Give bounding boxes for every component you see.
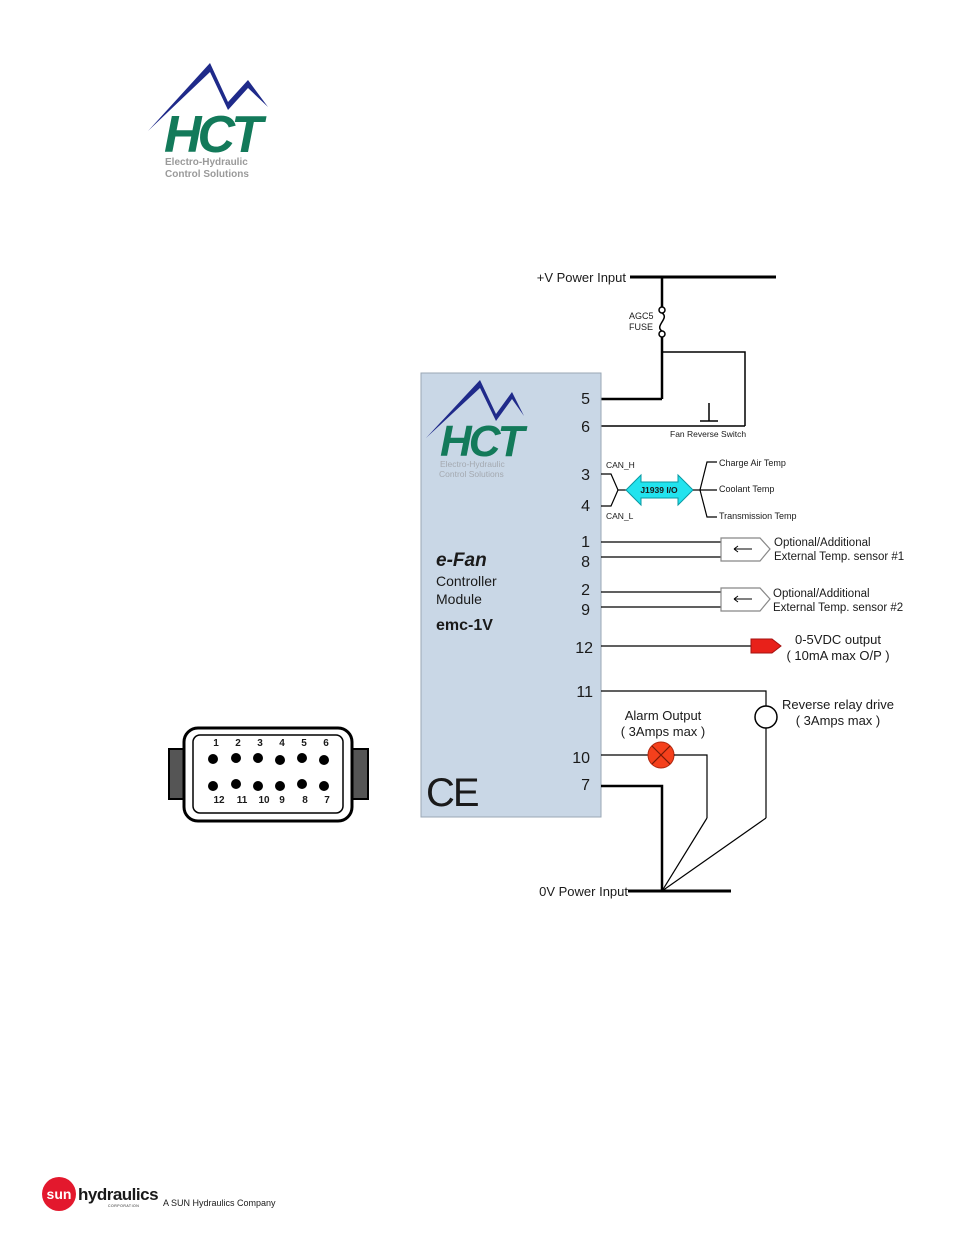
can-target-charge-air: Charge Air Temp — [719, 458, 786, 468]
module-model: emc-1V — [436, 617, 493, 634]
alarm-lamp-icon — [647, 741, 675, 769]
connector-pin — [319, 781, 329, 791]
alarm-label-line2: ( 3Amps max ) — [621, 724, 706, 739]
sun-hydraulics-logo: sun hydraulics CORPORATION — [42, 1177, 159, 1211]
alarm-label-line1: Alarm Output — [625, 708, 702, 723]
positive-rail-label: +V Power Input — [537, 270, 627, 285]
can-target-transmission: Transmission Temp — [719, 511, 797, 521]
sensor2-label-line2: External Temp. sensor #2 — [773, 602, 903, 614]
pin-8: 8 — [581, 554, 590, 571]
pin-6: 6 — [581, 419, 590, 436]
pin-7: 7 — [581, 777, 590, 794]
pin-11: 11 — [576, 684, 593, 701]
ground-rail-label: 0V Power Input — [539, 884, 628, 899]
fuse-terminal-top — [658, 306, 666, 314]
ground-converge-alarm — [661, 817, 708, 892]
connector-bottom-label-9: 9 — [279, 795, 285, 806]
pin-12: 12 — [575, 640, 593, 657]
can-low-label: CAN_L — [606, 511, 634, 521]
connector-top-label-5: 5 — [301, 738, 307, 749]
dt12-connector — [168, 726, 369, 823]
connector-pin — [253, 781, 263, 791]
module-logo-tagline2: Control Solutions — [439, 469, 504, 479]
connector-pin — [231, 753, 241, 763]
connector-bottom-label-12: 12 — [213, 795, 225, 806]
can-bracket-left — [601, 473, 626, 507]
connector-bottom-label-8: 8 — [302, 795, 308, 806]
hct-logo-tagline2: Control Solutions — [165, 169, 249, 180]
connector-pin — [208, 754, 218, 764]
connector-top-label-6: 6 — [323, 738, 329, 749]
temp-sensor-1-icon — [720, 537, 771, 562]
pin11-relay-wire — [601, 690, 767, 706]
pin-2: 2 — [581, 582, 590, 599]
module-logo-tagline1: Electro-Hydraulic — [440, 459, 505, 469]
connector-bottom-pins — [208, 779, 329, 791]
connector-top-label-3: 3 — [257, 738, 263, 749]
connector-bottom-label-10: 10 — [258, 795, 270, 806]
connector-pin — [275, 755, 285, 765]
controller-module — [420, 372, 602, 818]
relay-label-line1: Reverse relay drive — [782, 697, 894, 712]
connector-pin — [208, 781, 218, 791]
can-high-label: CAN_H — [606, 460, 635, 470]
fuse-label-line1: AGC5 — [629, 311, 654, 321]
analog-output-label-line1: 0-5VDC output — [795, 632, 881, 647]
connector-pin — [297, 779, 307, 789]
pin-4: 4 — [581, 498, 590, 515]
hydraulics-corp-word: CORPORATION — [108, 1204, 139, 1208]
sun-logo-word: sun — [47, 1186, 72, 1202]
fuse-icon — [659, 312, 665, 332]
connector-pin — [253, 753, 263, 763]
fan-reverse-switch-icon — [700, 403, 718, 422]
hct-logo-tagline1: Electro-Hydraulic — [165, 157, 248, 168]
module-line2: Controller — [436, 573, 497, 589]
analog-output-icon — [750, 638, 782, 654]
module-logo-brand: HCT — [440, 417, 528, 466]
connector-pin — [275, 781, 285, 791]
sensor1-label-line2: External Temp. sensor #1 — [774, 551, 904, 563]
ce-mark: CE — [426, 771, 478, 815]
connector-bottom-label-11: 11 — [237, 795, 248, 806]
hct-logo-brand: HCT — [164, 106, 267, 164]
j1939-bus-label: J1939 I/O — [640, 485, 678, 495]
hydraulics-logo-word: hydraulics — [78, 1185, 158, 1204]
connector-pin — [231, 779, 241, 789]
module-name: e-Fan — [436, 550, 487, 571]
connector-top-label-1: 1 — [213, 738, 219, 749]
connector-pin — [297, 753, 307, 763]
pin7-ground-wire — [601, 784, 664, 891]
pin-10: 10 — [572, 750, 590, 767]
alarm-return-wire — [674, 754, 708, 818]
module-line3: Module — [436, 591, 482, 607]
fuse-terminal-bottom — [658, 330, 666, 338]
fan-reverse-switch-label: Fan Reverse Switch — [670, 429, 746, 439]
sun-logo-circle-icon — [42, 1177, 76, 1211]
hct-logo-module: HCT Electro-Hydraulic Control Solutions — [426, 380, 531, 479]
sensor1-label-line1: Optional/Additional — [774, 537, 871, 549]
fuse-label-line2: FUSE — [629, 322, 653, 332]
connector-bottom-label-7: 7 — [324, 795, 330, 806]
temp-sensor-2-icon — [720, 587, 771, 612]
connector-top-label-2: 2 — [235, 738, 241, 749]
relay-label-line2: ( 3Amps max ) — [796, 713, 881, 728]
pin-3: 3 — [581, 467, 590, 484]
connector-top-pins — [208, 753, 329, 765]
ground-converge-relay — [661, 817, 767, 892]
can-bracket-right — [693, 461, 717, 518]
can-target-coolant: Coolant Temp — [719, 484, 774, 494]
module-mountain-icon — [426, 380, 524, 438]
analog-output-label-line2: ( 10mA max O/P ) — [786, 648, 889, 663]
pin-1: 1 — [581, 534, 590, 551]
pin-9: 9 — [581, 602, 590, 619]
hct-logo-header: HCT Electro-Hydraulic Control Solutions — [148, 63, 271, 180]
relay-coil-icon — [754, 705, 778, 729]
pin-5: 5 — [581, 391, 590, 408]
footer-tagline: A SUN Hydraulics Company — [163, 1198, 276, 1208]
sensor2-label-line1: Optional/Additional — [773, 588, 870, 600]
connector-top-label-4: 4 — [279, 738, 285, 749]
connector-pin — [319, 755, 329, 765]
switch-feed-wire — [662, 351, 746, 426]
